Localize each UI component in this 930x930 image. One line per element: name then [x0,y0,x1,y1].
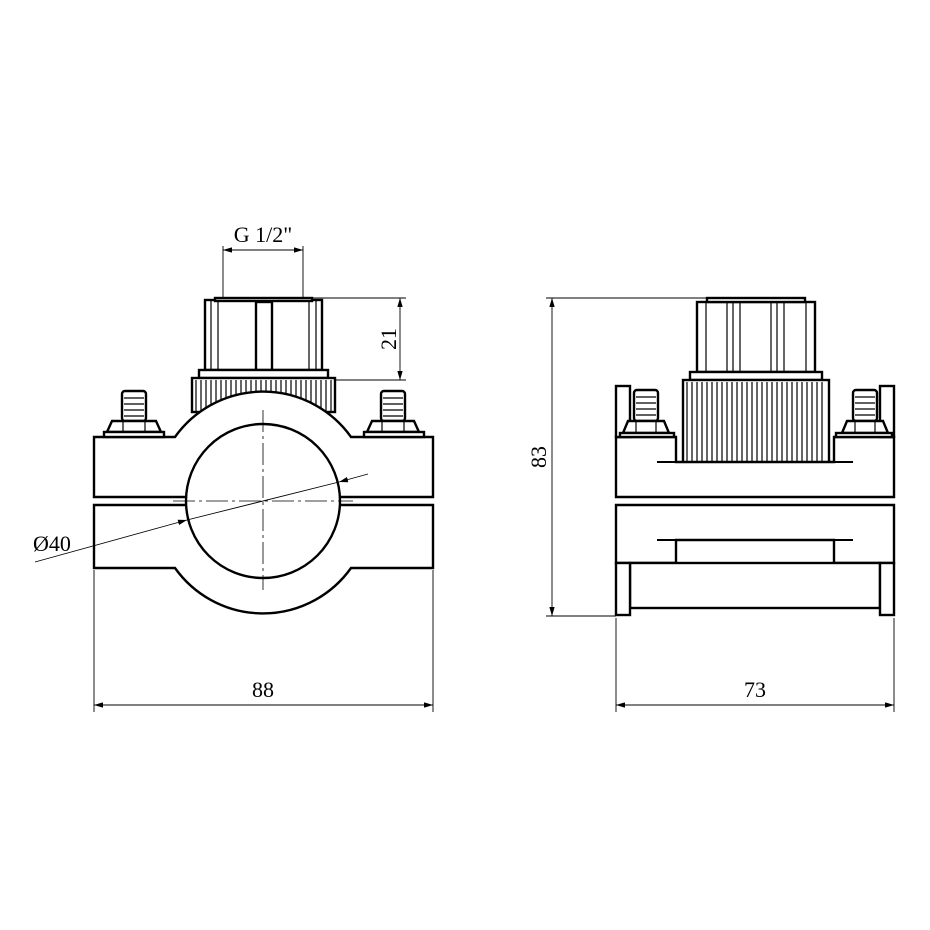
dim-width: 88 [93,570,434,712]
width-label: 88 [252,677,274,702]
dim-overall-height: 83 [526,297,707,617]
front-bolt-left [102,389,166,439]
depth-label: 73 [744,677,766,702]
dim-depth: 73 [615,618,895,712]
side-bolt-right [834,388,894,439]
dim-diameter: Ø40 [33,473,369,563]
thread-size-label: G 1/2" [234,222,292,247]
front-view: G 1/2" 21 Ø40 88 [33,222,435,712]
side-view: 83 73 [526,296,896,712]
side-lower-clamp [614,503,896,617]
side-fitting [681,296,831,466]
dim-fitting-height: 21 [312,297,406,381]
side-bolt-left [618,388,676,439]
fitting-height-label: 21 [376,328,401,350]
overall-height-label: 83 [526,446,551,468]
dim-thread: G 1/2" [222,222,304,298]
front-bolt-right [362,389,426,439]
pipe-diameter-label: Ø40 [33,531,71,556]
